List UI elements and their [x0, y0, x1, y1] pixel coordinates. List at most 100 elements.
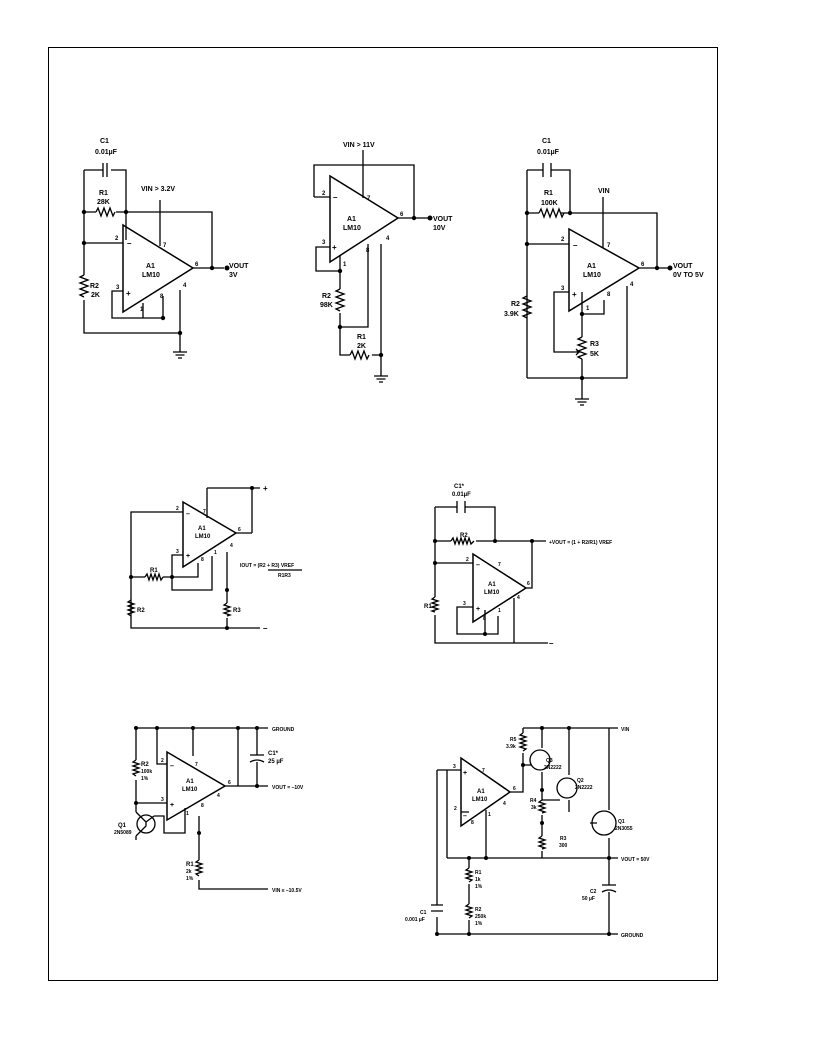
- circuit-5-wires: [434, 506, 548, 644]
- label-r1: R1: [475, 870, 482, 876]
- pin-6: 6: [238, 527, 241, 533]
- ground-symbol: [172, 345, 188, 359]
- label-minus: –: [186, 511, 190, 518]
- label-r2-value: 3.9K: [504, 311, 519, 318]
- circuit-3-r3: [576, 336, 588, 360]
- label-minus: –: [170, 763, 174, 770]
- pin-7: 7: [367, 196, 371, 202]
- label-r2: R2: [137, 608, 145, 614]
- label-vin: VIN > 3.2V: [141, 186, 175, 193]
- pin-2: 2: [561, 237, 565, 243]
- label-amp: A1: [488, 582, 496, 588]
- pin-6: 6: [527, 581, 530, 587]
- circuit-1-r2: [78, 274, 90, 298]
- pin-8: 8: [607, 292, 611, 298]
- pin-6: 6: [513, 786, 516, 792]
- label-r3-value: 5K: [590, 351, 599, 358]
- label-minus: –: [127, 239, 132, 248]
- label-vin: VIN ≤ –10.5V: [272, 888, 302, 894]
- label-r2-value: 98K: [320, 302, 333, 309]
- circuit-1-wires: [83, 169, 224, 346]
- label-vout-value: 0V TO 5V: [673, 272, 704, 279]
- label-amp: A1: [146, 263, 155, 270]
- label-q1-part: 2N5089: [114, 830, 132, 836]
- label-ground: GROUND: [272, 727, 295, 733]
- pin-1: 1: [498, 608, 501, 614]
- label-ground: GROUND: [621, 933, 644, 939]
- label-c1: C1*: [454, 484, 465, 490]
- label-amp: A1: [587, 263, 596, 270]
- circuit-5-r1: [429, 596, 441, 613]
- pin-2: 2: [466, 557, 469, 563]
- label-r1: R1: [150, 568, 158, 574]
- label-amp-part: LM10: [343, 225, 361, 232]
- circuit-1-c1: [102, 163, 108, 177]
- circuit-7-wires: [436, 727, 618, 935]
- label-r2-tolerance: 1%: [141, 776, 149, 782]
- label-plus: +: [572, 290, 577, 299]
- ground-symbol: [373, 369, 389, 383]
- circuit-7-50v-regulator: VIN R5 3.9k Q3 2N2222 Q2 2N2222 R4 3k R3…: [405, 726, 650, 939]
- label-c1-value: 0.01µF: [452, 492, 471, 498]
- label-r1: R1: [544, 190, 553, 197]
- label-r2-value: 100k: [141, 769, 152, 775]
- label-q1: Q1: [118, 823, 127, 829]
- label-vout: VOUT: [229, 263, 249, 270]
- label-r1-value: 2k: [186, 869, 192, 875]
- pin-1: 1: [214, 550, 217, 556]
- circuit-3-c1: [542, 163, 552, 177]
- pin-7: 7: [607, 243, 611, 249]
- circuit-4-r2: [125, 599, 137, 617]
- circuit-7-q3: [529, 749, 551, 771]
- pin-3: 3: [116, 285, 120, 291]
- label-plus: +: [126, 289, 131, 298]
- pin-3: 3: [453, 764, 456, 770]
- label-q3-part: 2N2222: [544, 765, 562, 771]
- circuit-4-current-source: + – A1 LM10 R1 R2 R3 IOUT = (R2 + R3) VR…: [125, 484, 302, 633]
- label-r2: R2: [511, 301, 520, 308]
- label-r2-value: 2K: [91, 292, 100, 299]
- ground-symbol: [574, 392, 590, 406]
- circuit-5-r2: [450, 535, 475, 547]
- circuit-3-r1: [538, 207, 565, 219]
- circuit-1-3v-reference: C1 0.01µF R1 28K VIN > 3.2V R2 2K A1 LM1…: [78, 138, 249, 359]
- label-vout: VOUT = 50V: [621, 857, 650, 863]
- label-r1-value: 28K: [97, 199, 110, 206]
- label-iout-equation: IOUT = (R2 + R3) VREF: [240, 563, 294, 569]
- circuit-7-q2: [556, 777, 578, 799]
- circuit-3-adjustable-reference: C1 0.01µF R1 100K VIN A1 LM10 VOUT 0V TO…: [504, 138, 704, 406]
- label-vout-value: 3V: [229, 272, 238, 279]
- pin-7: 7: [195, 762, 198, 768]
- label-c2: C2: [590, 889, 597, 895]
- pin-6: 6: [195, 262, 199, 268]
- label-plus: +: [170, 802, 174, 809]
- circuit-7-c1: [431, 904, 443, 912]
- page-border: [48, 47, 718, 981]
- pin-6: 6: [400, 212, 404, 218]
- circuit-7-r4: [536, 799, 548, 814]
- label-r5: R5: [510, 737, 517, 743]
- pin-2: 2: [454, 806, 457, 812]
- circuit-6-opamp: [166, 750, 227, 822]
- label-r1-tolerance: 1%: [186, 876, 194, 882]
- label-minus: –: [333, 193, 338, 202]
- label-minus-rail: –: [549, 639, 554, 648]
- circuit-7-r3: [536, 835, 548, 850]
- pin-4: 4: [517, 595, 520, 601]
- label-r2: R2: [322, 293, 331, 300]
- pin-7: 7: [498, 562, 501, 568]
- pin-3: 3: [176, 549, 179, 555]
- label-iout-denominator: R1R3: [278, 573, 291, 579]
- pin-3: 3: [463, 601, 466, 607]
- pin-4: 4: [386, 236, 390, 242]
- circuit-2-r2: [334, 288, 346, 312]
- pin-4: 4: [217, 793, 220, 799]
- circuit-6-c1: [249, 754, 265, 763]
- circuit-2-r1: [349, 349, 370, 361]
- pin-8: 8: [201, 803, 204, 809]
- pin-4: 4: [230, 543, 233, 549]
- label-amp-part: LM10: [182, 787, 198, 793]
- label-minus: –: [573, 241, 578, 250]
- circuit-7-c2: [601, 884, 617, 893]
